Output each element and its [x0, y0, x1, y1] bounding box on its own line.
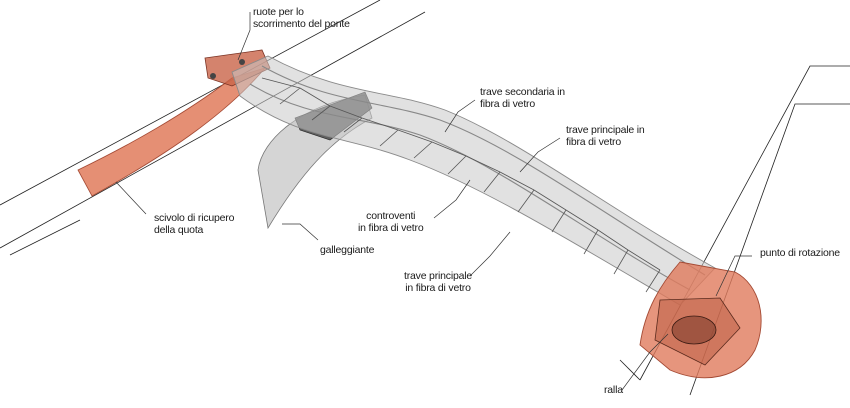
label-bracing: controventi in fibra di vetro	[358, 210, 424, 234]
label-recovery-ramp: scivolo di ricupero della quota	[154, 212, 235, 236]
pivot-base	[639, 261, 762, 379]
bracing	[261, 77, 661, 293]
label-pivot-point: punto di rotazione	[760, 247, 840, 259]
bridge-deck	[231, 55, 716, 306]
wheels	[210, 59, 245, 79]
label-wheels: ruote per lo scorrimento del ponte	[253, 6, 350, 30]
leader-lines	[115, 12, 752, 391]
label-main-beam-top: trave principale in fibra di vetro	[566, 124, 645, 148]
label-main-beam-bottom: trave principale in fibra di vetro	[404, 270, 473, 294]
label-float: galleggiante	[320, 244, 375, 256]
label-slewing-ring: ralla	[604, 384, 623, 396]
label-secondary-beam: trave secondaria in fibra di vetro	[480, 86, 565, 110]
